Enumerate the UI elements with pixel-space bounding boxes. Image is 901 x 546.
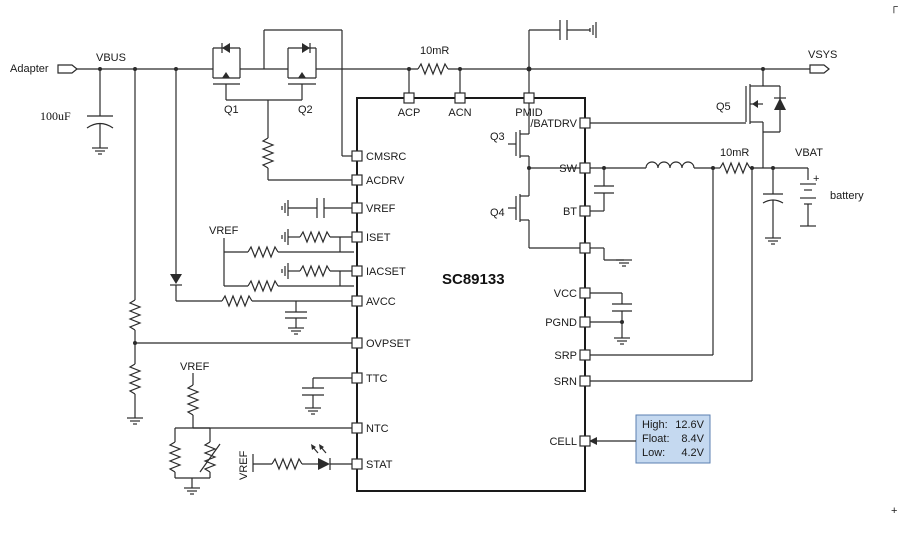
cell-row-value: 8.4V bbox=[681, 433, 704, 445]
q1-label: Q1 bbox=[224, 104, 239, 116]
q5-label: Q5 bbox=[716, 101, 731, 113]
adapter-label: Adapter bbox=[10, 63, 49, 75]
pin-label-ntc: NTC bbox=[366, 423, 389, 435]
pin-label-avcc: AVCC bbox=[366, 296, 396, 308]
battery-plus: + bbox=[813, 173, 819, 185]
pin-label-iacset: IACSET bbox=[366, 266, 406, 278]
pin-sw-label: SW bbox=[559, 163, 577, 175]
vref-label-2: VREF bbox=[180, 361, 210, 373]
pin-label-acdrv: ACDRV bbox=[366, 175, 405, 187]
sense-resistor-in-label: 10mR bbox=[420, 45, 449, 57]
cell-row-label: High: bbox=[642, 419, 668, 431]
pin-gnd bbox=[579, 242, 591, 254]
svg-text:+: + bbox=[891, 505, 897, 517]
pin-pgnd bbox=[579, 316, 591, 328]
pin-stat bbox=[351, 458, 363, 470]
pin-pmid bbox=[523, 92, 535, 104]
pin-vcc bbox=[579, 287, 591, 299]
pin-vref bbox=[351, 202, 363, 214]
pin-srn-label: SRN bbox=[554, 376, 577, 388]
pin-iset bbox=[351, 231, 363, 243]
adapter-port bbox=[57, 64, 78, 74]
pin-avcc bbox=[351, 295, 363, 307]
chip-body bbox=[356, 97, 586, 492]
vbat-label: VBAT bbox=[795, 147, 823, 159]
q3-label: Q3 bbox=[490, 131, 505, 143]
vsys-port bbox=[809, 64, 830, 74]
pin-bt-label: BT bbox=[563, 206, 577, 218]
pin-batdrv bbox=[579, 117, 591, 129]
pin-label-stat: STAT bbox=[366, 459, 393, 471]
svg-text:┌: ┌ bbox=[890, 1, 898, 14]
pin-label-ovpset: OVPSET bbox=[366, 338, 411, 350]
pin-cmsrc bbox=[351, 150, 363, 162]
pin-acdrv bbox=[351, 174, 363, 186]
pin-sw bbox=[579, 162, 591, 174]
pin-label-acp: ACP bbox=[398, 107, 421, 119]
pin-vcc-label: VCC bbox=[554, 288, 577, 300]
pin-bt bbox=[579, 205, 591, 217]
battery-label: battery bbox=[830, 190, 864, 202]
pin-label-acn: ACN bbox=[448, 107, 471, 119]
sense-resistor-bat-label: 10mR bbox=[720, 147, 749, 159]
pin-cell bbox=[579, 435, 591, 447]
pin-ttc bbox=[351, 372, 363, 384]
pin-pgnd-label: PGND bbox=[545, 317, 577, 329]
cell-row-value: 4.2V bbox=[681, 447, 704, 459]
cell-row-label: Float: bbox=[642, 433, 670, 445]
vref-label-1: VREF bbox=[209, 225, 239, 237]
pin-iacset bbox=[351, 265, 363, 277]
pin-srp bbox=[579, 349, 591, 361]
pin-batdrv-label: /BATDRV bbox=[530, 118, 577, 130]
q2-label: Q2 bbox=[298, 104, 313, 116]
pin-label-pmid: PMID bbox=[515, 107, 543, 119]
cell-row-value: 12.6V bbox=[675, 419, 704, 431]
pin-label-ttc: TTC bbox=[366, 373, 387, 385]
chip-name: SC89133 bbox=[442, 271, 505, 288]
cell-voltage-box bbox=[635, 414, 711, 464]
vbus-label: VBUS bbox=[96, 52, 126, 64]
vsys-label: VSYS bbox=[808, 49, 837, 61]
pin-acp bbox=[403, 92, 415, 104]
vref-label-3: VREF bbox=[238, 450, 250, 480]
pin-acn bbox=[454, 92, 466, 104]
cell-row-label: Low: bbox=[642, 447, 665, 459]
pin-label-vref: VREF bbox=[366, 203, 396, 215]
pin-ovpset bbox=[351, 337, 363, 349]
sense-resistor-in bbox=[417, 63, 449, 75]
q4-label: Q4 bbox=[490, 207, 505, 219]
pin-cell-label: CELL bbox=[549, 436, 577, 448]
inductor bbox=[645, 161, 695, 169]
pin-label-cmsrc: CMSRC bbox=[366, 151, 406, 163]
pin-srp-label: SRP bbox=[554, 350, 577, 362]
pin-srn bbox=[579, 375, 591, 387]
pin-ntc bbox=[351, 422, 363, 434]
pin-label-iset: ISET bbox=[366, 232, 391, 244]
input-cap-label: 100uF bbox=[40, 109, 71, 123]
